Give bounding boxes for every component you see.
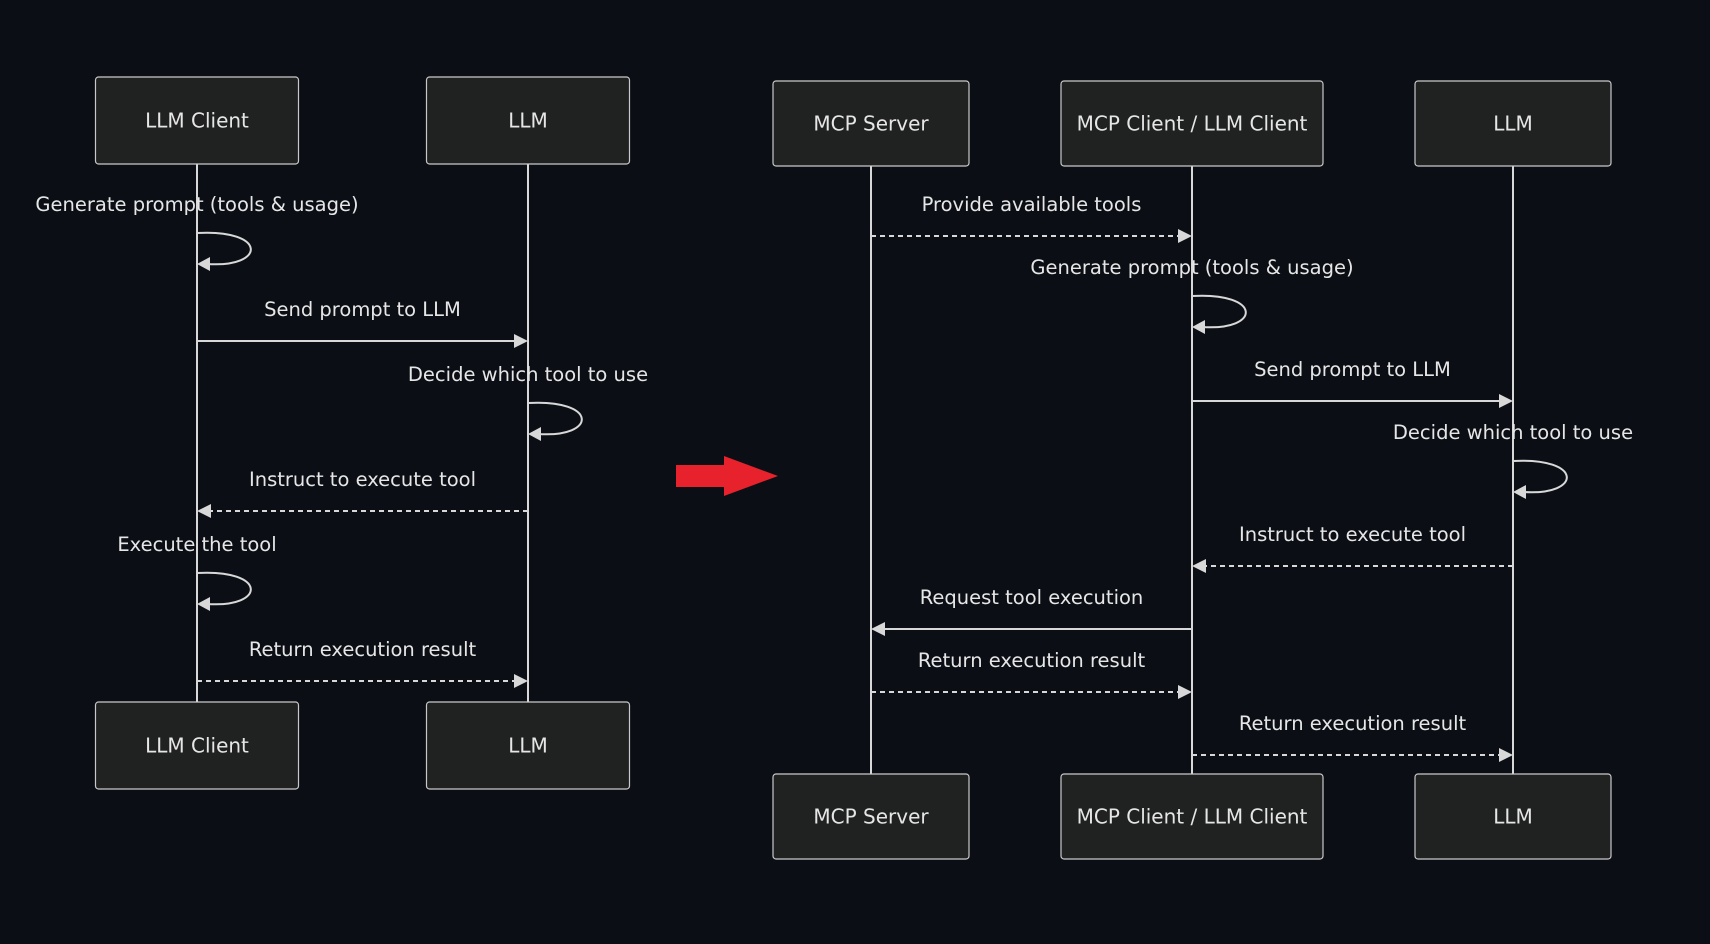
right-participant-bottom-mcp-client-llm-client: MCP Client / LLM Client	[1060, 773, 1324, 860]
participant-box	[425, 701, 631, 790]
self-loop-line	[196, 231, 252, 266]
self-loop-line	[1512, 459, 1568, 494]
participant-label: LLM	[1493, 112, 1533, 136]
self-loop-line	[196, 571, 252, 606]
right-participant-bottom-mcp-server: MCP Server	[772, 773, 970, 860]
participant-box	[772, 80, 970, 167]
message-label: Return execution result	[918, 649, 1146, 672]
left-message-1: Generate prompt (tools & usage)	[35, 193, 359, 271]
right-message-7: Return execution result	[871, 649, 1192, 699]
arrowhead-icon	[1178, 229, 1192, 243]
left-message-6: Return execution result	[197, 638, 528, 688]
right-participant-top-mcp-server: MCP Server	[772, 80, 970, 167]
arrowhead-icon	[514, 674, 528, 688]
self-loop-line	[1191, 294, 1247, 329]
message-label: Instruct to execute tool	[249, 468, 476, 491]
transition-arrow-group	[676, 456, 778, 496]
self-loop-line	[527, 401, 583, 436]
left-participant-bottom-llm-client: LLM Client	[94, 701, 300, 790]
arrowhead-icon	[1192, 320, 1205, 334]
message-label: Instruct to execute tool	[1239, 523, 1466, 546]
message-label: Decide which tool to use	[1393, 421, 1633, 444]
participant-box	[425, 76, 631, 165]
left-message-5: Execute the tool	[117, 533, 277, 611]
participant-box	[94, 76, 300, 165]
right-participant-top-llm: LLM	[1414, 80, 1612, 167]
participant-box	[1060, 80, 1324, 167]
message-label: Decide which tool to use	[408, 363, 648, 386]
participant-label: LLM Client	[145, 109, 249, 133]
arrowhead-icon	[1192, 559, 1206, 573]
right-participant-bottom-llm: LLM	[1414, 773, 1612, 860]
message-label: Return execution result	[1239, 712, 1467, 735]
left-participant-bottom-llm: LLM	[425, 701, 631, 790]
right-message-2: Generate prompt (tools & usage)	[1030, 256, 1354, 334]
arrowhead-icon	[197, 504, 211, 518]
message-label: Send prompt to LLM	[1254, 358, 1451, 381]
message-label: Request tool execution	[920, 586, 1144, 609]
right-message-8: Return execution result	[1192, 712, 1513, 762]
arrowhead-icon	[1178, 685, 1192, 699]
arrowhead-icon	[1499, 748, 1513, 762]
arrowhead-icon	[514, 334, 528, 348]
arrowhead-icon	[1513, 485, 1526, 499]
right-message-3: Send prompt to LLM	[1192, 358, 1513, 408]
participant-label: MCP Client / LLM Client	[1077, 805, 1308, 829]
arrowhead-icon	[871, 622, 885, 636]
message-label: Execute the tool	[117, 533, 276, 556]
participant-box	[94, 701, 300, 790]
participant-label: LLM	[508, 109, 548, 133]
arrowhead-icon	[1499, 394, 1513, 408]
arrowhead-icon	[197, 597, 210, 611]
arrowhead-icon	[528, 427, 541, 441]
participant-box	[1414, 773, 1612, 860]
message-label: Send prompt to LLM	[264, 298, 461, 321]
participant-box	[1060, 773, 1324, 860]
left-participant-top-llm-client: LLM Client	[94, 76, 300, 165]
right-message-4: Decide which tool to use	[1393, 421, 1633, 499]
participant-label: MCP Server	[813, 805, 929, 829]
participant-label: MCP Client / LLM Client	[1077, 112, 1308, 136]
participant-label: LLM	[508, 734, 548, 758]
message-label: Return execution result	[249, 638, 477, 661]
left-message-3: Decide which tool to use	[408, 363, 648, 441]
left-message-2: Send prompt to LLM	[197, 298, 528, 348]
right-participant-top-mcp-client-llm-client: MCP Client / LLM Client	[1060, 80, 1324, 167]
participant-label: MCP Server	[813, 112, 929, 136]
participant-box	[772, 773, 970, 860]
left-message-4: Instruct to execute tool	[197, 468, 528, 518]
right-message-5: Instruct to execute tool	[1192, 523, 1513, 573]
message-label: Generate prompt (tools & usage)	[1030, 256, 1353, 279]
arrowhead-icon	[197, 257, 210, 271]
red-arrow-icon	[676, 456, 778, 496]
participant-box	[1414, 80, 1612, 167]
right-message-1: Provide available tools	[871, 193, 1192, 243]
message-label: Provide available tools	[922, 193, 1142, 216]
participant-label: LLM	[1493, 805, 1533, 829]
right-message-6: Request tool execution	[871, 586, 1192, 636]
message-label: Generate prompt (tools & usage)	[35, 193, 358, 216]
participant-label: LLM Client	[145, 734, 249, 758]
left-participant-top-llm: LLM	[425, 76, 631, 165]
